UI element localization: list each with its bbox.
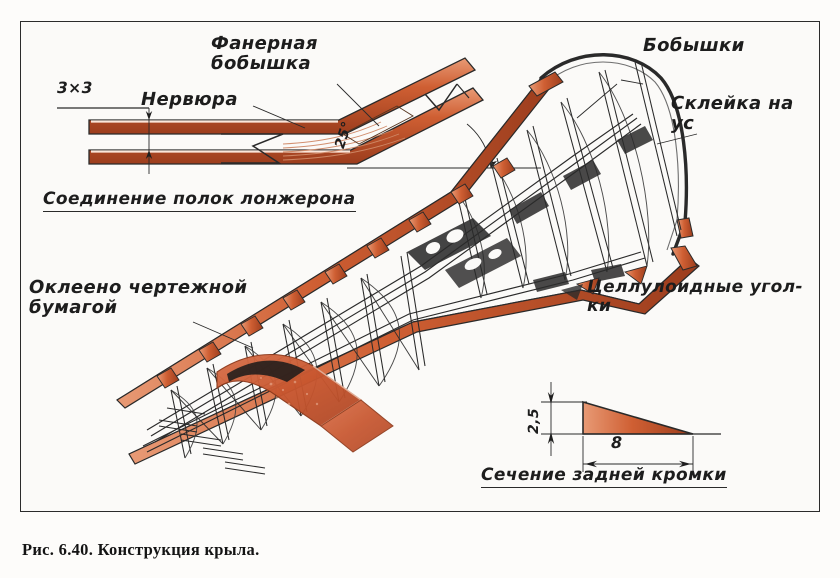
wing-frame bbox=[116, 53, 700, 475]
rib-lightening-holes bbox=[407, 218, 521, 288]
wing-drawing bbox=[57, 53, 721, 475]
rib-label: Нервюра bbox=[141, 89, 238, 110]
trailing-edge-section bbox=[541, 382, 721, 472]
spar-joint-detail bbox=[57, 57, 541, 174]
section-width-label: 8 bbox=[611, 433, 623, 452]
figure-caption: Рис. 6.40. Конструкция крыла. bbox=[22, 540, 260, 559]
scarf-joint-label: Склейка на ус bbox=[671, 93, 794, 135]
edge-section-title: Сечение задней кромки bbox=[481, 465, 727, 489]
rib-ends bbox=[158, 407, 266, 475]
leader-scarf bbox=[656, 133, 698, 145]
figure-artwork: 3×3 Нервюра Фанерная бобышка 25° Соедине… bbox=[21, 22, 819, 511]
leader-bosses bbox=[576, 83, 618, 119]
bosses-label: Бобышки bbox=[643, 35, 745, 56]
celluloid-gussets bbox=[575, 265, 648, 295]
wing-bosses bbox=[156, 157, 516, 389]
plywood-boss-label: Фанерная бобышка bbox=[211, 33, 318, 75]
leader-celluloid bbox=[580, 289, 598, 295]
celluloid-corners-label: Целлулоидные угол- ки bbox=[587, 277, 803, 317]
figure-frame: 3×3 Нервюра Фанерная бобышка 25° Соедине… bbox=[20, 21, 820, 512]
section-height-label: 2,5 bbox=[526, 407, 542, 434]
spar-dimension-label: 3×3 bbox=[57, 79, 93, 97]
leader-paper bbox=[192, 321, 254, 349]
spar-joint-title: Соединение полок лонжерона bbox=[43, 189, 356, 213]
paper-covering-label: Оклеено чертежной бумагой bbox=[29, 277, 248, 319]
